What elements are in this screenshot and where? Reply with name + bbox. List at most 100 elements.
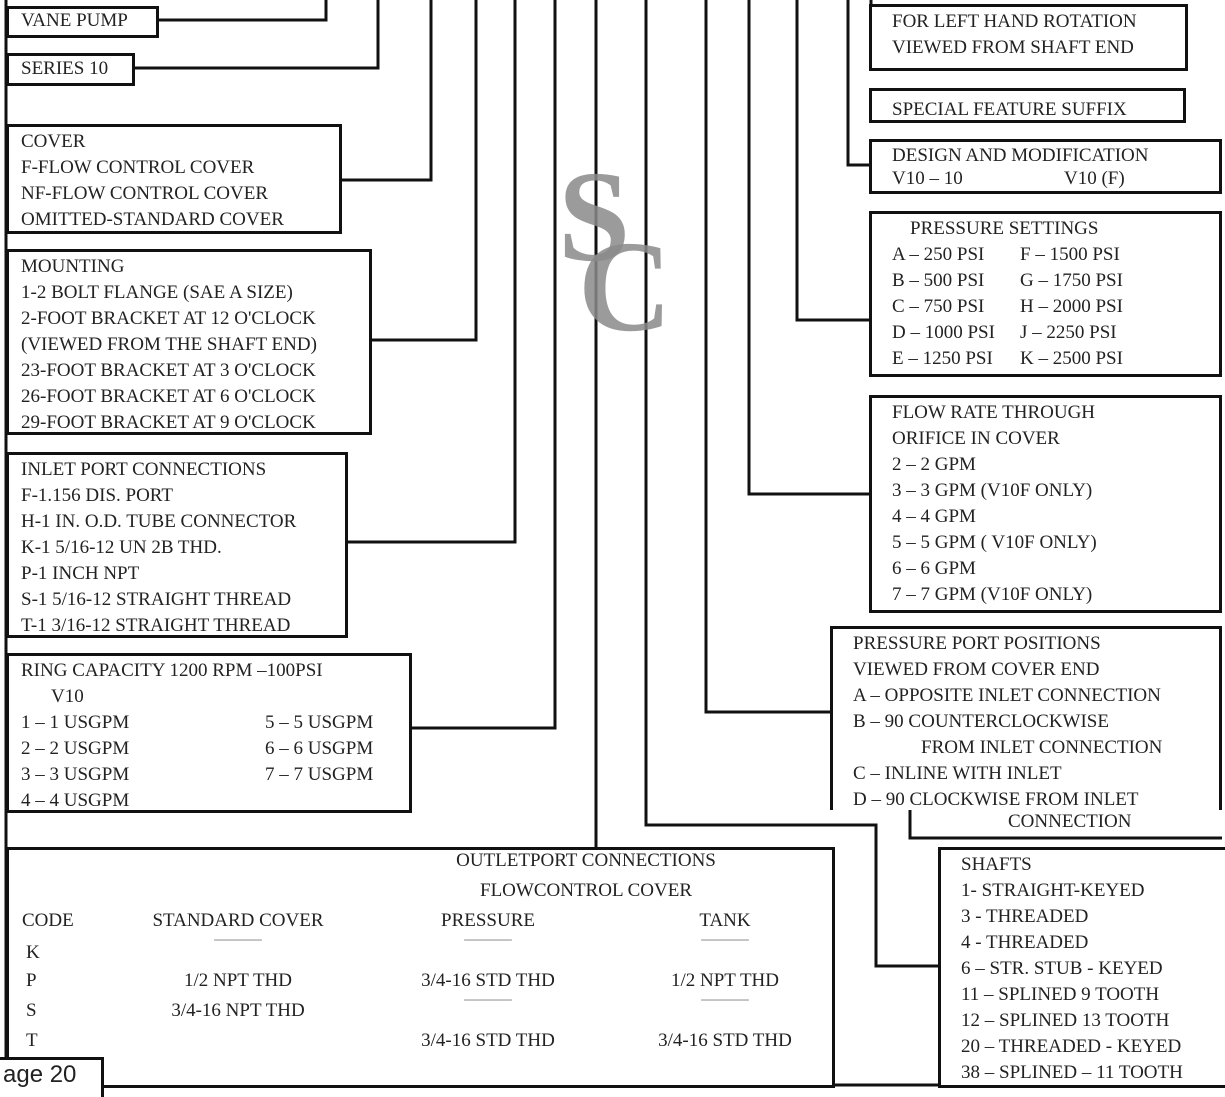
vane-pump-label: VANE PUMP xyxy=(21,10,128,31)
shafts-title: SHAFTS xyxy=(961,854,1032,875)
mounting-option: 1-2 BOLT FLANGE (SAE A SIZE) xyxy=(21,282,293,303)
port-positions-title: VIEWED FROM COVER END xyxy=(853,659,1100,680)
design-modification-box: DESIGN AND MODIFICATION V10 – 10 V10 (F) xyxy=(869,139,1222,194)
left-hand-rotation-box: FOR LEFT HAND ROTATION VIEWED FROM SHAFT… xyxy=(869,4,1188,71)
design-option: V10 – 10 xyxy=(892,168,963,189)
outlet-title: OUTLETPORT CONNECTIONS xyxy=(456,850,716,871)
port-positions-option: CONNECTION xyxy=(1008,811,1132,832)
shaft-option: 1- STRAIGHT-KEYED xyxy=(961,880,1145,901)
port-positions-option: FROM INLET CONNECTION xyxy=(921,737,1163,758)
shaft-option: 4 - THREADED xyxy=(961,932,1089,953)
cover-option: F-FLOW CONTROL COVER xyxy=(21,157,255,178)
sc-monogram-icon: S C xyxy=(558,145,672,359)
pressure-option: G – 1750 PSI xyxy=(1020,270,1123,291)
pressure-option: A – 250 PSI xyxy=(892,244,985,265)
pressure-cell: _____ xyxy=(464,982,512,1003)
inlet-title: INLET PORT CONNECTIONS xyxy=(21,459,267,480)
svg-text:S: S xyxy=(558,145,630,289)
ring-model: V10 xyxy=(51,686,84,707)
page-number-tab: age 20 xyxy=(0,1057,104,1097)
code-cell: K xyxy=(26,942,40,963)
vane-pump-box: VANE PUMP xyxy=(6,6,159,38)
inlet-option: S-1 5/16-12 STRAIGHT THREAD xyxy=(21,589,292,610)
pressure-title: PRESSURE SETTINGS xyxy=(910,218,1099,239)
standard-cell: 1/2 NPT THD xyxy=(183,970,293,991)
inlet-option: T-1 3/16-12 STRAIGHT THREAD xyxy=(21,615,291,636)
pressure-option: J – 2250 PSI xyxy=(1020,322,1117,343)
shaft-option: 3 - THREADED xyxy=(961,906,1089,927)
flow-rate-title: ORIFICE IN COVER xyxy=(892,428,1060,449)
port-positions-option: A – OPPOSITE INLET CONNECTION xyxy=(853,685,1161,706)
ring-option: 2 – 2 USGPM xyxy=(21,738,130,759)
tank-cell: 3/4-16 STD THD xyxy=(658,1030,792,1051)
mounting-option: 29-FOOT BRACKET AT 9 O'CLOCK xyxy=(21,412,316,433)
mounting-option: 23-FOOT BRACKET AT 3 O'CLOCK xyxy=(21,360,316,381)
pressure-cell: 3/4-16 STD THD xyxy=(421,1030,555,1051)
mounting-title: MOUNTING xyxy=(21,256,125,277)
standard-cell: 3/4-16 NPT THD xyxy=(171,1000,305,1021)
shaft-option: 11 – SPLINED 9 TOOTH xyxy=(961,984,1160,1005)
header-pressure: PRESSURE xyxy=(441,910,535,931)
port-positions-title: PRESSURE PORT POSITIONS xyxy=(853,633,1101,654)
ring-option: 5 – 5 USGPM xyxy=(265,712,374,733)
flow-rate-option: 5 – 5 GPM ( V10F ONLY) xyxy=(892,532,1097,553)
special-feature-box: SPECIAL FEATURE SUFFIX xyxy=(869,88,1186,123)
cover-title: COVER xyxy=(21,131,86,152)
tank-cell: _____ xyxy=(701,922,749,943)
code-cell: P xyxy=(26,970,37,991)
cover-box: COVER F-FLOW CONTROL COVER NF-FLOW CONTR… xyxy=(6,124,342,234)
flow-rate-title: FLOW RATE THROUGH xyxy=(892,402,1096,423)
header-tank: TANK xyxy=(699,910,751,931)
pressure-option: H – 2000 PSI xyxy=(1020,296,1123,317)
company-logo: S C xyxy=(548,140,688,359)
ring-option: 4 – 4 USGPM xyxy=(21,790,130,811)
inlet-option: H-1 IN. O.D. TUBE CONNECTOR xyxy=(21,511,297,532)
tank-cell: 1/2 NPT THD xyxy=(670,970,780,991)
flow-rate-option: 6 – 6 GPM xyxy=(892,558,976,579)
pressure-option: K – 2500 PSI xyxy=(1020,348,1123,369)
cover-option: OMITTED-STANDARD COVER xyxy=(21,209,284,230)
pressure-port-positions-box: PRESSURE PORT POSITIONS VIEWED FROM COVE… xyxy=(830,626,1222,810)
inlet-option: K-1 5/16-12 UN 2B THD. xyxy=(21,537,222,558)
page-number: age 20 xyxy=(3,1061,77,1088)
outlet-port-connections-box xyxy=(6,847,835,1088)
standard-cell: _____ xyxy=(214,922,262,943)
ring-option: 3 – 3 USGPM xyxy=(21,764,130,785)
series-label: SERIES 10 xyxy=(21,58,109,79)
pressure-option: C – 750 PSI xyxy=(892,296,985,317)
pressure-option: E – 1250 PSI xyxy=(892,348,993,369)
tank-cell: _____ xyxy=(701,982,749,1003)
port-positions-option: D – 90 CLOCKWISE FROM INLET xyxy=(853,789,1139,810)
cover-option: NF-FLOW CONTROL COVER xyxy=(21,183,269,204)
flow-rate-option: 4 – 4 GPM xyxy=(892,506,976,527)
mounting-box: MOUNTING 1-2 BOLT FLANGE (SAE A SIZE) 2-… xyxy=(6,249,372,435)
code-cell: S xyxy=(26,1000,37,1021)
code-cell: T xyxy=(26,1030,38,1051)
shaft-option: 6 – STR. STUB - KEYED xyxy=(961,958,1163,979)
pressure-option: D – 1000 PSI xyxy=(892,322,995,343)
mounting-option: 2-FOOT BRACKET AT 12 O'CLOCK xyxy=(21,308,316,329)
series-box: SERIES 10 xyxy=(6,53,135,86)
ring-option: 1 – 1 USGPM xyxy=(21,712,130,733)
pressure-cell: _____ xyxy=(464,922,512,943)
pressure-settings-box: PRESSURE SETTINGS A – 250 PSI B – 500 PS… xyxy=(869,211,1222,377)
design-option: V10 (F) xyxy=(1064,168,1125,189)
outlet-subtitle: FLOWCONTROL COVER xyxy=(480,880,692,901)
design-title: DESIGN AND MODIFICATION xyxy=(892,145,1149,166)
svg-text:C: C xyxy=(578,215,672,340)
flow-rate-option: 7 – 7 GPM (V10F ONLY) xyxy=(892,584,1093,605)
flow-rate-option: 2 – 2 GPM xyxy=(892,454,976,475)
shaft-option: 38 – SPLINED – 11 TOOTH xyxy=(961,1062,1183,1083)
port-positions-option: B – 90 COUNTERCLOCKWISE xyxy=(853,711,1109,732)
header-standard-cover: STANDARD COVER xyxy=(152,910,324,931)
flow-rate-box: FLOW RATE THROUGH ORIFICE IN COVER 2 – 2… xyxy=(869,395,1222,613)
ring-option: 6 – 6 USGPM xyxy=(265,738,374,759)
inlet-option: F-1.156 DIS. PORT xyxy=(21,485,173,506)
shaft-option: 20 – THREADED - KEYED xyxy=(961,1036,1182,1057)
pressure-option: B – 500 PSI xyxy=(892,270,985,291)
pressure-cell: 3/4-16 STD THD xyxy=(421,970,555,991)
left-hand-line: VIEWED FROM SHAFT END xyxy=(892,37,1134,58)
ring-title: RING CAPACITY 1200 RPM –100PSI xyxy=(21,660,323,681)
port-positions-option: C – INLINE WITH INLET xyxy=(853,763,1062,784)
ring-capacity-box: RING CAPACITY 1200 RPM –100PSI V10 1 – 1… xyxy=(6,653,412,813)
